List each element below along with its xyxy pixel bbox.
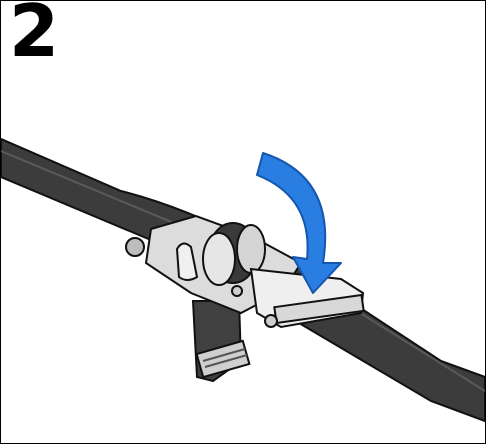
handle-grip <box>273 293 365 325</box>
step-number: 2 <box>9 0 60 73</box>
ratchet-bolt <box>125 237 145 257</box>
strap-end-cap <box>195 339 251 379</box>
curved-arrow-down-icon <box>256 152 342 294</box>
release-lever <box>175 242 199 281</box>
